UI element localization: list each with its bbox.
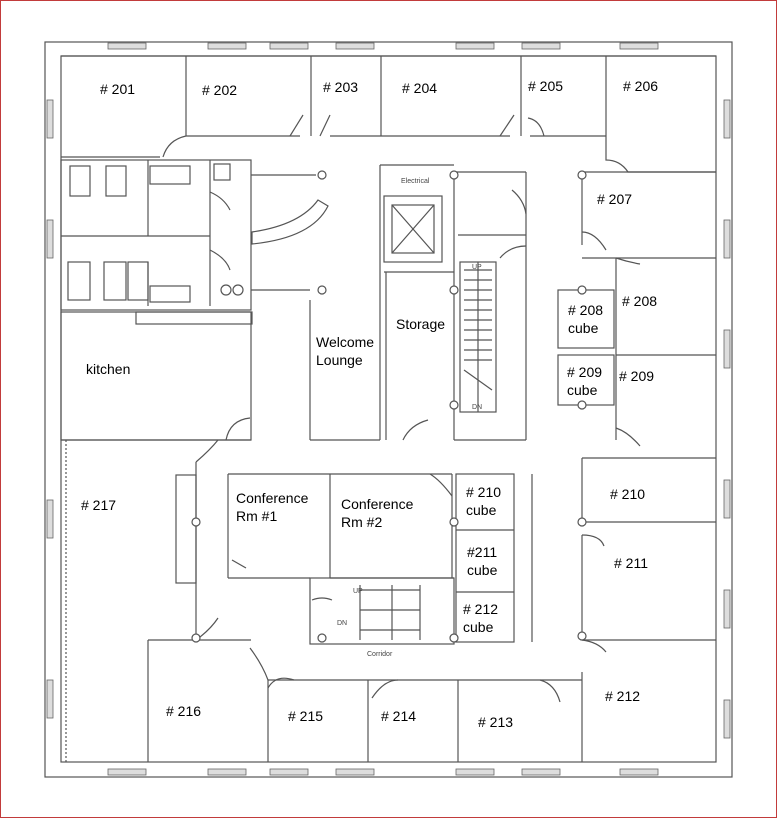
column-marker — [449, 170, 459, 180]
stall — [103, 261, 127, 301]
column-marker — [577, 400, 587, 410]
door-swing — [162, 135, 187, 158]
stair-lower — [309, 577, 455, 645]
door-swing — [289, 114, 304, 137]
room-207-label: # 207 — [597, 191, 633, 207]
door-swing — [429, 473, 453, 497]
electrical-annotation: Electrical — [401, 178, 430, 185]
room-217-label: # 217 — [81, 497, 117, 513]
sink-counter — [149, 165, 191, 185]
door-swing — [402, 419, 429, 441]
column-marker — [577, 170, 587, 180]
room-210-label: # 210 — [610, 486, 646, 502]
stair-up-annotation: UP — [472, 264, 482, 271]
room-204-label: # 204 — [402, 80, 438, 96]
room-206-label: # 206 — [623, 78, 659, 94]
column-marker — [449, 400, 459, 410]
room-209-cube-label: # 209 cube — [567, 364, 603, 398]
column-marker — [191, 517, 201, 527]
sink — [213, 163, 231, 181]
room-214-label: # 214 — [381, 708, 417, 724]
storage-label: Storage — [396, 316, 446, 332]
column-marker — [577, 517, 587, 527]
fixture — [232, 284, 244, 296]
elevator — [383, 195, 443, 263]
column-marker — [317, 633, 327, 643]
door-swing — [511, 189, 527, 215]
door-swing — [581, 639, 607, 653]
room-201-label: # 201 — [100, 81, 136, 97]
door-swing — [225, 417, 251, 441]
kitchen-label: kitchen — [86, 361, 131, 377]
room-211-label: # 211 — [614, 555, 648, 571]
door-swing — [231, 559, 247, 569]
stair2-dn-annotation: DN — [337, 620, 348, 627]
room-216-label: # 216 — [166, 703, 202, 719]
door-swing — [319, 114, 331, 137]
closet — [175, 474, 197, 584]
elevator-car — [391, 204, 435, 254]
door-swing — [527, 117, 545, 137]
corridor-annotation: Corridor — [367, 651, 393, 658]
column-marker — [317, 170, 327, 180]
door-swing — [581, 231, 607, 251]
room-208-label: # 208 — [622, 293, 658, 309]
stair-dn-annotation: DN — [472, 404, 483, 411]
exterior-wall-outer — [44, 41, 733, 778]
wall — [605, 136, 716, 173]
column-marker — [449, 285, 459, 295]
door-swing — [209, 249, 231, 271]
door-swing — [499, 245, 527, 259]
kitchen-counter — [135, 311, 253, 325]
room-215-label: # 215 — [288, 708, 324, 724]
room-212-label: # 212 — [605, 688, 641, 704]
room-209-label: # 209 — [619, 368, 655, 384]
door-swing — [615, 257, 641, 265]
room-213-label: # 213 — [478, 714, 514, 730]
elevator-x — [391, 204, 435, 254]
restroom-block — [60, 159, 252, 311]
conference-rm-1-label: Conference Rm #1 — [236, 490, 309, 524]
curved-desk — [251, 199, 329, 245]
column-marker — [317, 285, 327, 295]
door-swing — [539, 679, 561, 703]
sink-counter — [149, 285, 191, 303]
door-swing — [615, 427, 641, 447]
door-swing — [195, 439, 219, 463]
stall — [67, 261, 91, 301]
column-marker — [191, 633, 201, 643]
room-203-label: # 203 — [323, 79, 359, 95]
fixture — [220, 284, 232, 296]
room-210-cube-label: # 210 cube — [466, 484, 502, 518]
room-205-label: # 205 — [528, 78, 564, 94]
column-marker — [577, 631, 587, 641]
cube-column — [455, 473, 515, 643]
room-202-label: # 202 — [202, 82, 238, 98]
door-swing — [209, 191, 231, 211]
stall — [127, 261, 149, 301]
stall — [105, 165, 127, 197]
column-marker — [449, 517, 459, 527]
stair2-up-annotation: UP — [353, 588, 363, 595]
stall — [69, 165, 91, 197]
conference-rm-2-label: Conference Rm #2 — [341, 496, 414, 530]
door-swing — [267, 677, 295, 689]
room-208-cube-label: # 208 cube — [568, 302, 604, 336]
welcome-lounge-label: Welcome Lounge — [316, 334, 375, 368]
column-marker — [577, 285, 587, 295]
door-swing — [249, 647, 269, 681]
door-swing — [499, 114, 515, 137]
room-211-cube-label: #211 cube — [467, 544, 498, 578]
door-swing — [311, 597, 333, 601]
door-swing — [371, 679, 399, 699]
column-marker — [449, 633, 459, 643]
door-swing — [581, 534, 605, 547]
room-212-cube-label: # 212 cube — [463, 601, 499, 635]
